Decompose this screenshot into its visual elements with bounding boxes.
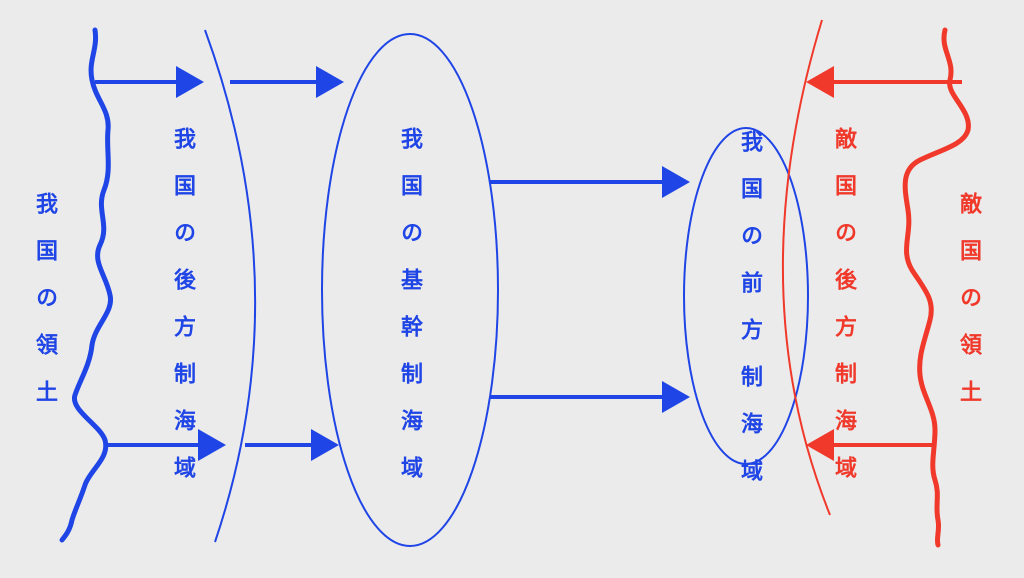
own-core-sea-label: 我国の基幹制海域	[397, 127, 423, 503]
own-core-sea-ellipse	[321, 33, 499, 547]
own-territory-label: 我国の領土	[32, 192, 58, 427]
enemy-coastline	[902, 27, 971, 548]
own-forward-sea-label: 我国の前方制海域	[737, 130, 763, 506]
enemy-territory-label: 敵国の領土	[956, 192, 982, 427]
own-rear-boundary	[204, 29, 257, 543]
own-rear-sea-label: 我国の後方制海域	[170, 127, 196, 503]
own-coastline	[59, 27, 113, 543]
own-forward-sea-ellipse	[683, 127, 809, 465]
enemy-rear-sea-label: 敵国の後方制海域	[831, 127, 857, 503]
